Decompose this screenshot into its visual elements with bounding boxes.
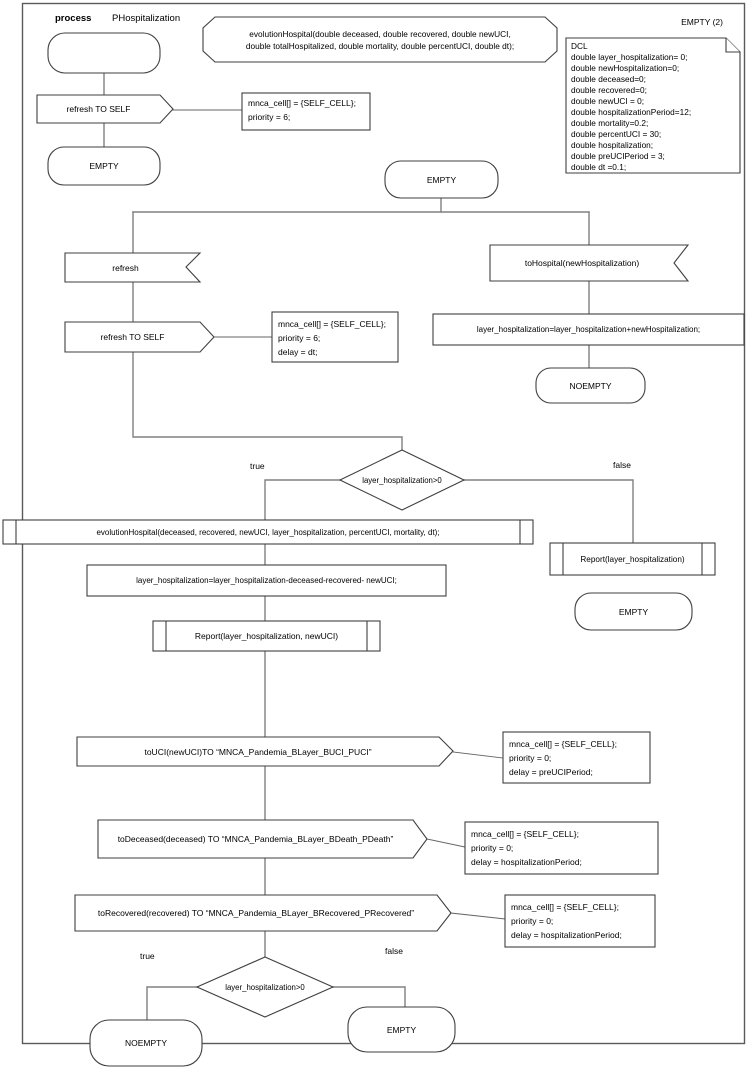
comment-to-uci: mnca_cell[] = {SELF_CELL}; priority = 0;… [509,739,617,777]
state-empty-end: EMPTY [386,1024,417,1035]
decision2-true-label: true [140,951,155,961]
flow-lines [103,72,634,1021]
state-shape [347,1006,456,1053]
output-refresh-to-self: refresh TO SELF [100,332,165,342]
call-report-false: Report(layer_hospitalization) [580,554,685,564]
comment-to-deceased: mnca_cell[] = {SELF_CELL}; priority = 0;… [471,829,582,867]
input-signal-shape [64,252,202,283]
process-kind-label: process [55,13,92,24]
output-signal-shape [74,894,452,932]
input-to-hospital: toHospital(newHospitalization) [524,258,640,268]
comment-refresh-top: mnca_cell[] = {SELF_CELL}; priority = 6; [248,98,356,122]
state-noempty: NOEMPTY [569,380,612,391]
output-refresh-to-self-top: refresh TO SELF [66,104,131,114]
procedure-call-shape [2,519,534,545]
procedure-call-shape [549,542,716,576]
state-empty-top: EMPTY [89,161,119,171]
output-signal-shape [76,736,454,767]
state-shape [574,592,693,631]
output-signal-shape [64,321,215,353]
comment-box-shape [271,311,399,363]
comment-box-shape [464,821,659,875]
output-to-deceased: toDeceased(deceased) TO “MNCA_Pandemia_B… [117,834,394,844]
decision-true-label: true [250,461,265,471]
decision-diamond-shape [338,449,466,511]
decision-false-label: false [613,460,631,470]
state-shape [535,367,646,404]
state-noempty-end: NOEMPTY [124,1038,168,1048]
dcl-declarations: DCL double layer_hospitalization= 0; dou… [571,41,692,172]
decision2-false-label: false [385,946,403,956]
input-signal-shape [489,244,690,282]
comment-to-recovered: mnca_cell[] = {SELF_CELL}; priority = 0;… [511,902,622,940]
page-label: EMPTY (2) [681,17,723,27]
procedure-call-shape [152,620,381,652]
state-shape [384,160,499,199]
state-empty-false: EMPTY [618,606,649,617]
procedure-declaration-shape [202,16,558,63]
comment-refresh: mnca_cell[] = {SELF_CELL}; priority = 6;… [278,319,386,357]
state-shape [47,146,161,186]
procedure-call-bars [165,620,368,652]
call-evolution-hospital: evolutionHospital(deceased, recovered, n… [96,527,440,537]
task-add-hospitalization: layer_hospitalization=layer_hospitalizat… [476,325,701,334]
state-empty-main: EMPTY [426,174,457,185]
input-refresh: refresh [112,262,139,273]
dcl-fold-corner [725,37,741,53]
task-box-shape [432,313,745,346]
procedure-call-bars [15,519,521,545]
output-to-recovered: toRecovered(recovered) TO “MNCA_Pandemia… [97,908,415,918]
procedure-call-bars [562,542,703,576]
comment-connectors [172,109,506,920]
output-to-uci: toUCI(newUCI)TO “MNCA_Pandemia_BLayer_BU… [144,746,372,757]
output-signal-shape [97,819,428,859]
call-report-main: Report(layer_hospitalization, newUCI) [194,631,339,641]
task-box-shape [86,564,447,597]
decision-diamond-shape [195,956,335,1018]
process-name: PHospitalization [112,13,181,24]
start-state-shape [47,32,161,74]
task-update-hospitalization: layer_hospitalization=layer_hospitalizat… [136,576,397,585]
decision-layer-hospitalization: layer_hospitalization>0 [362,475,442,485]
output-signal-shape [36,94,174,124]
decision-layer-hospitalization-2: layer_hospitalization>0 [225,982,305,992]
dcl-text-symbol-shape [565,37,741,174]
state-shape [89,1019,203,1067]
comment-box-shape [502,731,651,784]
comment-box-shape [241,92,371,131]
comment-box-shape [504,894,656,948]
node-shapes [2,16,745,1067]
procedure-declaration: evolutionHospital(double deceased, doubl… [245,28,515,51]
